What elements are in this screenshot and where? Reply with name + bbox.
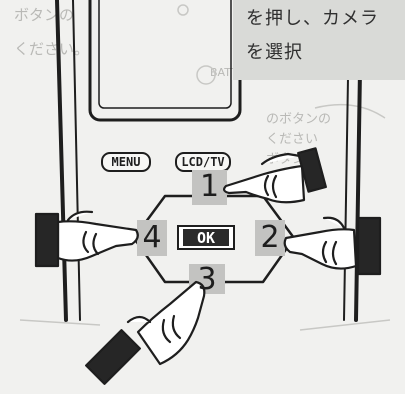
direction-left-number[interactable]: 4 [142,220,162,255]
menu-button-shape [101,152,151,172]
menu-button[interactable]: MENU [111,155,141,169]
ok-button[interactable]: OK [196,229,216,247]
device-screen [88,0,242,122]
direction-up-number[interactable]: 1 [199,169,220,204]
instruction-caption-box: を押し、カメラ を選択 [233,0,405,80]
direction-down-number[interactable]: 3 [197,262,217,297]
lcd-tv-button[interactable]: LCD/TV [181,155,225,169]
hand-right-icon [283,216,382,276]
hand-up-icon [222,147,327,204]
background-text: ください [266,132,319,147]
hand-down-icon [85,280,206,385]
background-text: ください。 [14,40,90,58]
hand-left-icon [34,210,139,268]
caption-line: を選択 [246,42,303,63]
scan-artifacts [19,4,391,331]
caption-line: を押し、カメラ [246,8,379,29]
direction-right-number[interactable]: 2 [260,220,280,255]
ok-button-inner [183,229,229,246]
background-text: のボタンの [266,112,332,127]
device-body [55,0,362,322]
number-boxes [137,170,285,294]
